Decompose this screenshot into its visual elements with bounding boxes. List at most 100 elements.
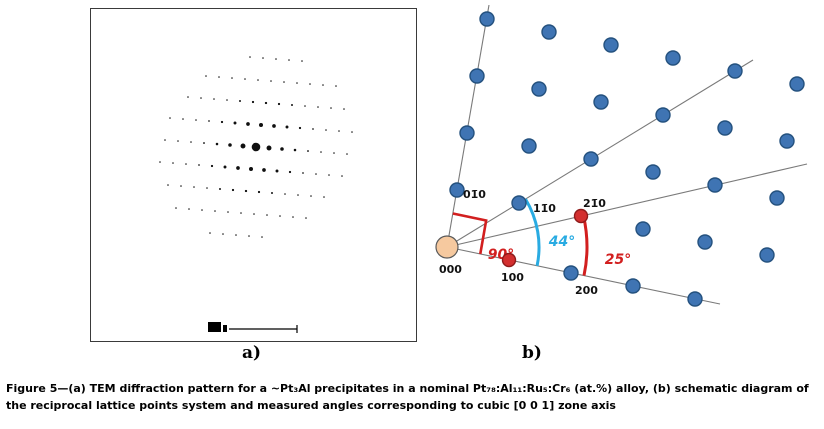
tem-diffraction-panel (90, 8, 417, 342)
diffraction-spot (351, 131, 353, 133)
miller-label-200: 200 (575, 284, 598, 297)
lattice-point (603, 37, 619, 53)
diffraction-spot (208, 120, 210, 122)
miller-label-010: 01̄0 (463, 188, 486, 201)
diffraction-spot (180, 185, 182, 187)
diffraction-spot (302, 172, 304, 174)
diffraction-spot (177, 140, 179, 142)
diffraction-spot (291, 104, 293, 106)
diffraction-spot (262, 168, 266, 172)
diffraction-spot (175, 207, 177, 209)
diffraction-spot (239, 100, 241, 102)
diffraction-spot (246, 122, 250, 126)
diffraction-spot (343, 108, 345, 110)
angle-label-25: 25° (605, 252, 631, 268)
lattice-point (459, 125, 475, 141)
diffraction-spot (219, 188, 221, 190)
diffraction-spot (312, 128, 314, 130)
lattice-point (583, 151, 599, 167)
lattice-point (511, 195, 527, 211)
angle-label-44: 44° (548, 234, 575, 250)
lattice-point (479, 11, 495, 27)
diffraction-spot (205, 75, 207, 77)
lattice-point (655, 107, 671, 123)
diffraction-spot (172, 162, 174, 164)
diffraction-spot (323, 196, 325, 198)
figure-caption: Figure 5—(a) TEM diffraction pattern for… (6, 382, 809, 412)
diffraction-spot (298, 126, 302, 130)
diffraction-spot (233, 121, 237, 125)
miller-label-000: 000 (439, 263, 462, 276)
diffraction-spot (330, 107, 332, 109)
lattice-point (625, 278, 641, 294)
lattice-point (707, 177, 723, 193)
diffraction-spot (253, 213, 255, 215)
diffraction-spot (315, 173, 317, 175)
diffraction-spot (264, 101, 268, 105)
diffraction-spot (220, 120, 224, 124)
diffraction-spot (338, 130, 340, 132)
diffraction-spot (185, 163, 187, 165)
lattice-point (645, 164, 661, 180)
diffraction-spot (262, 57, 264, 59)
diffraction-spot (261, 236, 263, 238)
lattice-point (541, 24, 557, 40)
diffraction-spot (266, 214, 268, 216)
diffraction-spot (272, 124, 276, 128)
panel-a-label: a) (242, 343, 262, 363)
diffraction-spot (310, 195, 312, 197)
diffraction-spot (231, 77, 233, 79)
lattice-point (593, 94, 609, 110)
diffraction-spot (293, 148, 297, 152)
right-angle-marker (452, 212, 488, 255)
diffraction-spot (320, 151, 322, 153)
diffraction-spot (188, 208, 190, 210)
origin-point (435, 235, 459, 259)
diffraction-spot (266, 145, 272, 151)
diffraction-spot (304, 105, 306, 107)
miller-label-210: 21̄0 (583, 197, 606, 210)
diffraction-spot (195, 119, 197, 121)
diffraction-spot (201, 209, 203, 211)
diffraction-spot (200, 97, 202, 99)
diffraction-spot (251, 100, 255, 104)
diffraction-spot (231, 188, 235, 192)
diffraction-spot (270, 80, 272, 82)
diffraction-spot (248, 166, 254, 172)
diffraction-spot (258, 122, 264, 128)
lattice-point (697, 234, 713, 250)
diffraction-spot (218, 76, 220, 78)
diffraction-spot (277, 102, 281, 106)
ray-210 (446, 163, 808, 248)
diffraction-pattern-canvas (159, 56, 353, 333)
diffraction-spot (164, 139, 166, 141)
lattice-point (779, 133, 795, 149)
lattice-point (769, 190, 785, 206)
diffraction-spot (251, 142, 261, 152)
diffraction-spot (280, 147, 284, 151)
diffraction-spot (209, 232, 211, 234)
arc-44 (524, 198, 541, 267)
diffraction-spot (213, 98, 215, 100)
panel-b-label: b) (522, 343, 542, 363)
ray-100 (446, 246, 721, 305)
diffraction-spot (341, 175, 343, 177)
diffraction-spot (187, 96, 189, 98)
diffraction-spot (159, 161, 161, 163)
lattice-point (727, 63, 743, 79)
diffraction-spot (307, 150, 309, 152)
diffraction-spot (223, 165, 227, 169)
diffraction-spot (275, 58, 277, 60)
diffraction-spot (240, 212, 242, 214)
diffraction-spot (288, 59, 290, 61)
scale-bar (208, 322, 221, 332)
diffraction-spot (190, 141, 192, 143)
lattice-point (449, 182, 465, 198)
lattice-point (531, 81, 547, 97)
lattice-point (521, 138, 537, 154)
lattice-point (759, 247, 775, 263)
diffraction-spot (292, 216, 294, 218)
diffraction-spot (296, 82, 298, 84)
diffraction-spot (167, 184, 169, 186)
